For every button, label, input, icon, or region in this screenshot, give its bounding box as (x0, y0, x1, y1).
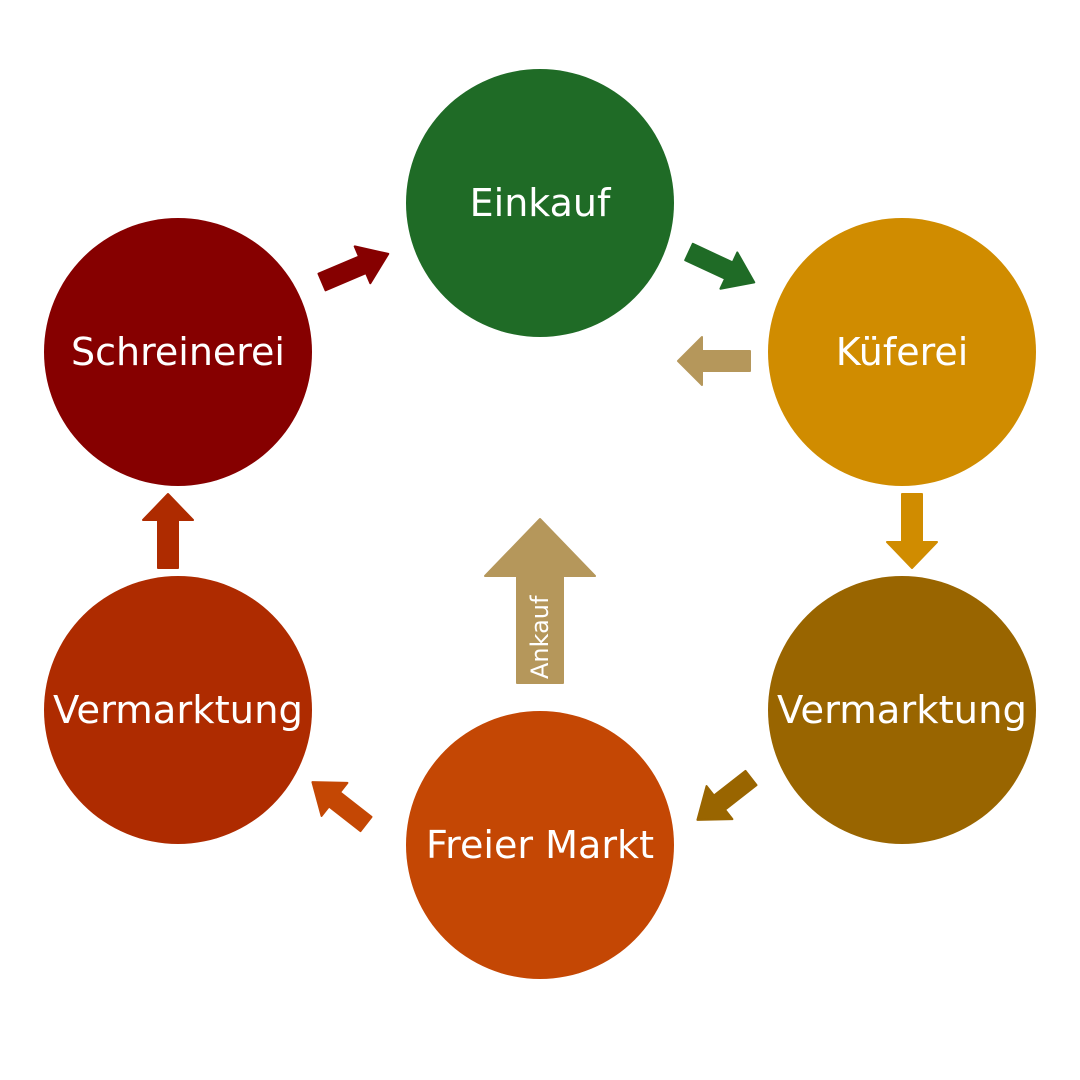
arrow-einkauf-to-kueferei (684, 242, 756, 290)
node-kueferei: Küferei (768, 218, 1036, 486)
node-circle (768, 218, 1036, 486)
arrow-vermarktung-to-schreinerei (142, 493, 194, 569)
node-circle (768, 576, 1036, 844)
arrow-shape (311, 781, 373, 833)
node-einkauf: Einkauf (406, 69, 674, 337)
arrow-shape (696, 769, 758, 821)
node-schreinerei: Schreinerei (44, 218, 312, 486)
node-label: Einkauf (470, 181, 612, 225)
node-label: Vermarktung (777, 688, 1027, 732)
node-vermarktung-left: Vermarktung (44, 576, 312, 844)
node-circle (44, 218, 312, 486)
node-circle (44, 576, 312, 844)
arrow-shape (677, 336, 751, 386)
arrow-kueferei-to-vermarktung (886, 493, 938, 569)
node-label: Vermarktung (53, 688, 303, 732)
arrow-shape (886, 493, 938, 569)
arrow-shape (142, 493, 194, 569)
node-label: Schreinerei (71, 330, 285, 374)
arrow-freier-markt-to-vermarktung (311, 781, 373, 833)
arrow-shape (484, 518, 596, 684)
node-label: Freier Markt (426, 823, 654, 867)
node-label: Küferei (836, 330, 969, 374)
node-freier-markt: Freier Markt (406, 711, 674, 979)
node-circle (406, 69, 674, 337)
arrow-label-ankauf: Ankauf (526, 595, 554, 679)
node-vermarktung-right: Vermarktung (768, 576, 1036, 844)
arrow-ankauf: Ankauf (484, 518, 596, 684)
arrow-vermarktung-to-freier-markt (696, 769, 758, 821)
arrow-schreinerei-to-einkauf (317, 245, 390, 292)
arrow-shape (684, 242, 756, 290)
arrow-kueferei-to-einkauf (677, 336, 751, 386)
node-circle (406, 711, 674, 979)
arrow-shape (317, 245, 390, 292)
